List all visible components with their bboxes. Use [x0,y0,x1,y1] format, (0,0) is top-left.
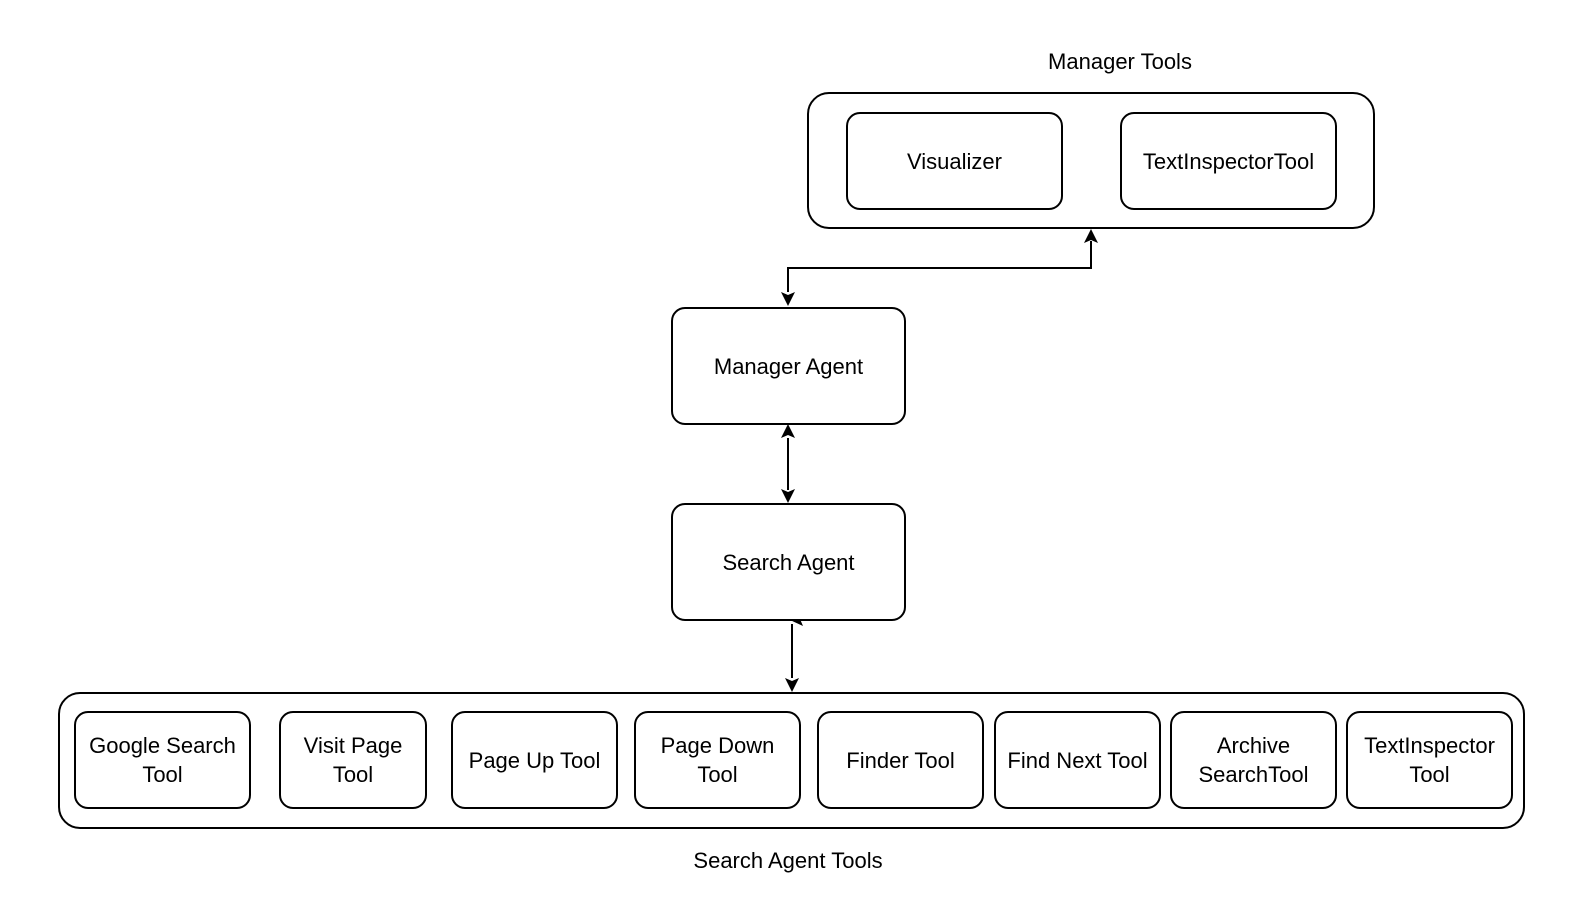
visit-page-tool-node: Visit Page Tool [279,711,427,809]
arrowhead-manager-agent-top [781,292,795,306]
arrowhead-manager-agent-bottom [781,424,795,438]
manager-tools-caption: Manager Tools [1048,49,1192,74]
search-agent-node: Search Agent [671,503,906,621]
arrowhead-search-agent-top [781,489,795,503]
arrowhead-search-agent-tools [785,678,799,692]
text-inspector-search-tool-node: TextInspector Tool [1346,711,1513,809]
page-up-tool-node: Page Up Tool [451,711,618,809]
manager-agent-node: Manager Agent [671,307,906,425]
finder-tool-node: Finder Tool [817,711,984,809]
text-inspector-tool-node: TextInspectorTool [1120,112,1337,210]
page-down-tool-node: Page Down Tool [634,711,801,809]
search-agent-tools-caption: Search Agent Tools [693,848,883,873]
arrowhead-manager-tools [1084,229,1098,243]
google-search-tool-node: Google Search Tool [74,711,251,809]
visualizer-node: Visualizer [846,112,1063,210]
edge-manager-agent-to-manager-tools [787,241,1092,292]
archive-search-tool-node: Archive SearchTool [1170,711,1337,809]
find-next-tool-node: Find Next Tool [994,711,1161,809]
